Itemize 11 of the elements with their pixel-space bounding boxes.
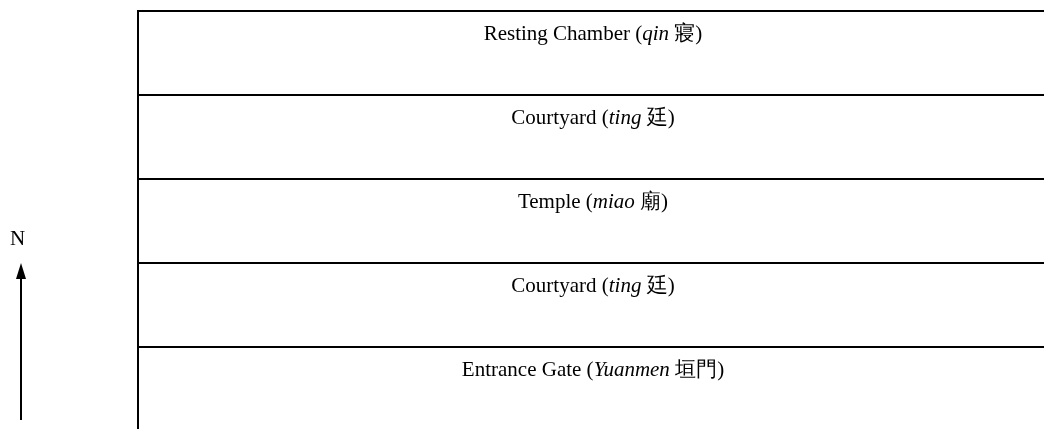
hall-name: Resting Chamber (qin 寢) <box>482 20 704 46</box>
hall-name: Courtyard (ting 廷) <box>510 104 676 130</box>
compass-letter: N <box>10 226 26 250</box>
hall-name: Courtyard (ting 廷) <box>510 272 676 298</box>
hall-band <box>137 94 1044 180</box>
hall-name: Entrance Gate (Yuanmen 垣門) <box>460 356 726 382</box>
hall-band <box>137 262 1044 348</box>
hall-band <box>137 346 1044 429</box>
hall-band <box>137 10 1044 96</box>
hall-name: Temple (miao 廟) <box>516 188 670 214</box>
hall-band <box>137 178 1044 264</box>
